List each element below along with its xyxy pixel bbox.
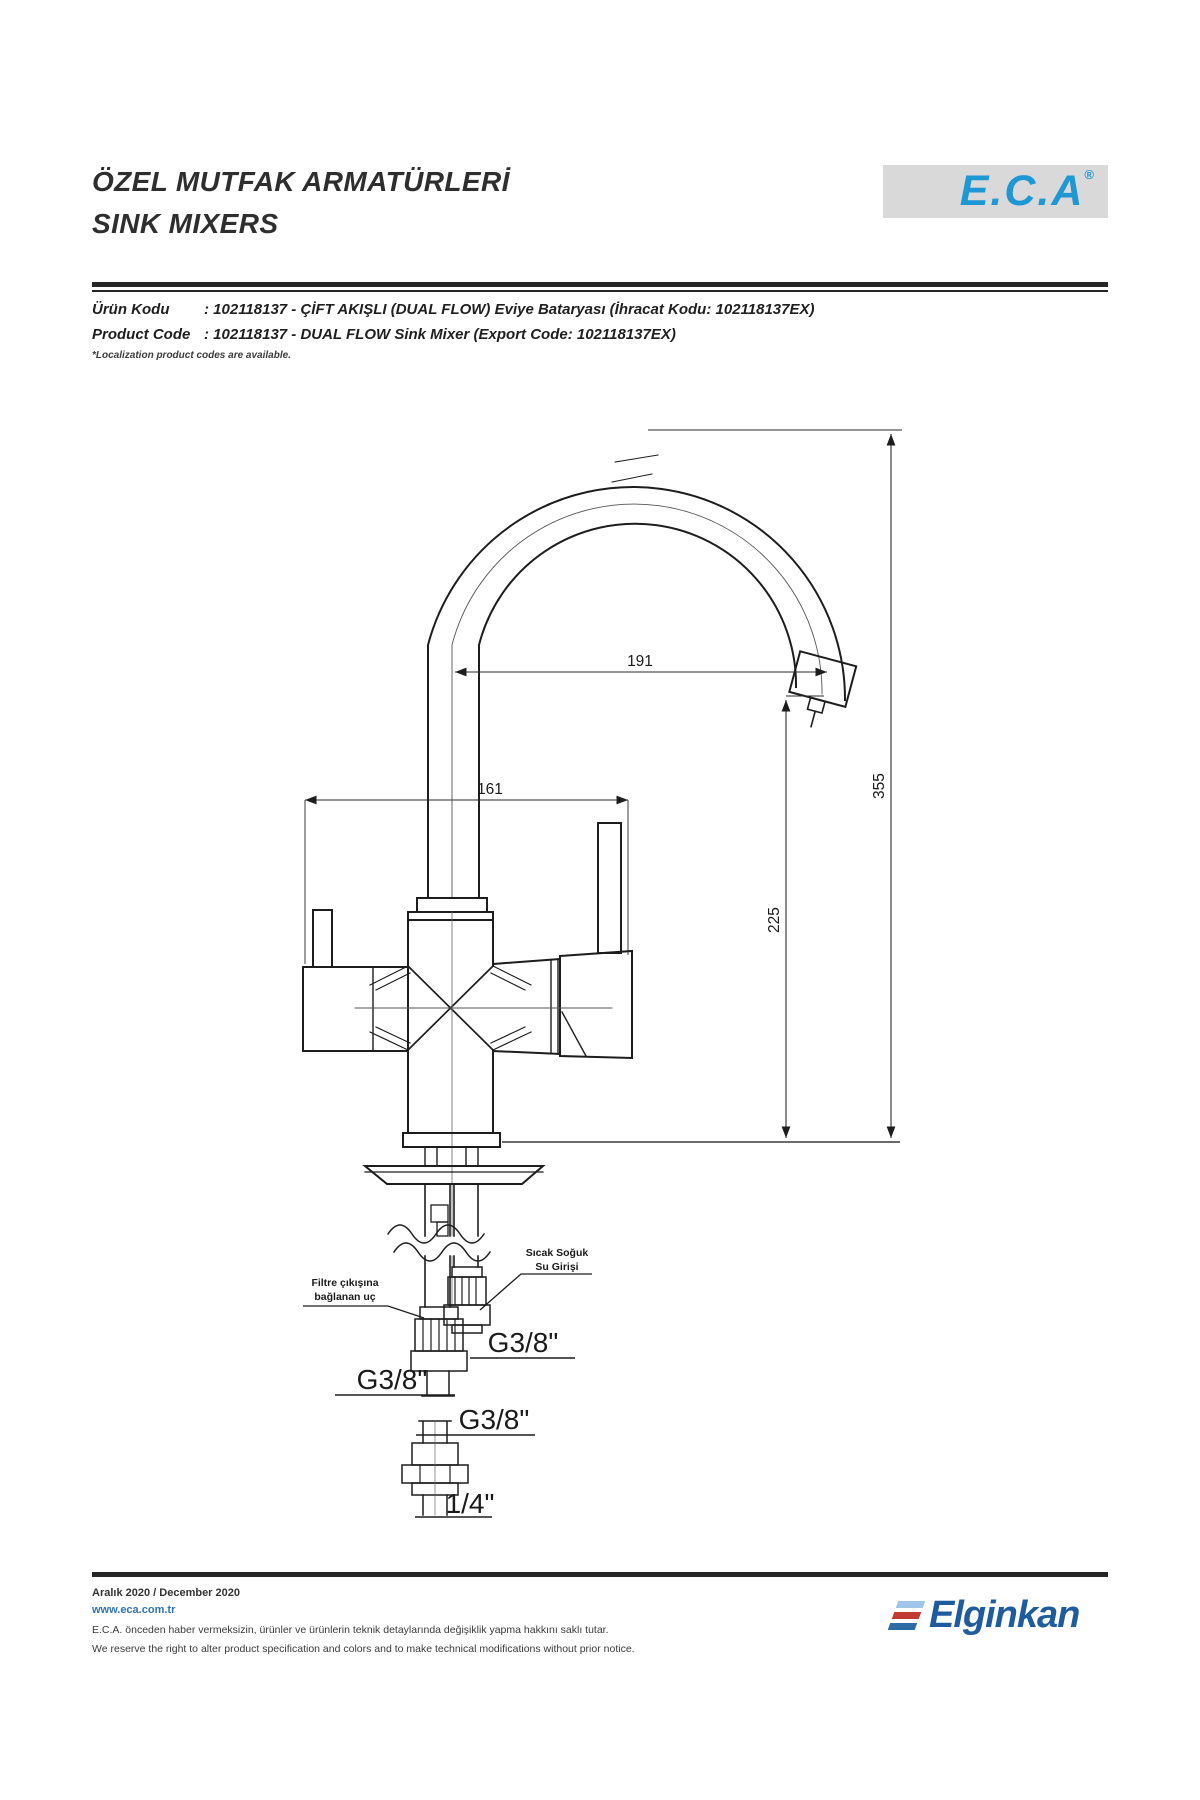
filter-label-leader (303, 1305, 425, 1319)
registered-mark-icon: ® (1084, 167, 1094, 182)
adapter-fitting (401, 1420, 469, 1516)
dim-body-width-label: 161 (477, 781, 503, 798)
dim-spout-reach-label: 191 (627, 653, 653, 670)
dimension-total-height (648, 429, 902, 1138)
thread-adapter-label: G3/8" (459, 1404, 530, 1435)
product-code-value-en: : 102118137 - DUAL FLOW Sink Mixer (Expo… (204, 326, 676, 343)
product-code-value-tr: : 102118137 - ÇİFT AKIŞLI (DUAL FLOW) Ev… (204, 301, 815, 318)
product-code-label-en: Product Code (92, 326, 191, 343)
dim-spout-height-label: 225 (766, 907, 783, 933)
product-code-row-en: Product Code : 102118137 - DUAL FLOW Sink… (92, 326, 676, 343)
thread-inlet-label: G3/8" (488, 1327, 559, 1358)
hot-cold-label-line2: Su Girişi (535, 1261, 578, 1273)
dimension-lines (303, 429, 902, 1518)
hot-cold-label-line1: Sıcak Soğuk (526, 1247, 589, 1259)
thread-filter-label: G3/8" (357, 1364, 428, 1395)
legal-text-tr: E.C.A. önceden haber vermeksizin, ürünle… (92, 1624, 609, 1636)
dimension-body-width (304, 795, 629, 964)
elginkan-bars-icon (887, 1600, 926, 1630)
elginkan-logo: Elginkan (887, 1594, 1080, 1636)
filter-label-line1: Filtre çıkışına (311, 1277, 378, 1289)
page-subtitle: SINK MIXERS (92, 208, 279, 239)
website-link[interactable]: www.eca.com.tr (92, 1604, 176, 1616)
footer-rule (92, 1572, 1108, 1577)
filter-label-line2: bağlanan uç (314, 1291, 375, 1303)
localization-note: *Localization product codes are availabl… (92, 350, 291, 361)
page-title: ÖZEL MUTFAK ARMATÜRLERİ (92, 166, 510, 197)
hot-cold-label-leader (479, 1273, 592, 1311)
eca-logo: E.C.A ® (883, 165, 1108, 218)
product-code-label-tr: Ürün Kodu (92, 301, 170, 318)
dim-total-height-label: 355 (871, 773, 888, 799)
header-rule (92, 282, 1108, 292)
inlet-connector (443, 1266, 491, 1334)
legal-text-en: We reserve the right to alter product sp… (92, 1643, 635, 1655)
right-lever (597, 822, 622, 954)
filter-connector (410, 1306, 468, 1397)
faucet-line-art (302, 454, 858, 1516)
publication-date: Aralık 2020 / December 2020 (92, 1587, 240, 1599)
dimension-spout-height (781, 695, 824, 1138)
product-code-row-tr: Ürün Kodu : 102118137 - ÇİFT AKIŞLI (DUAL… (92, 301, 814, 318)
elginkan-logo-text: Elginkan (929, 1594, 1080, 1636)
thread-adapter-out-label: 1/4" (446, 1488, 495, 1519)
left-lever (312, 909, 333, 968)
eca-logo-text: E.C.A (959, 167, 1085, 215)
